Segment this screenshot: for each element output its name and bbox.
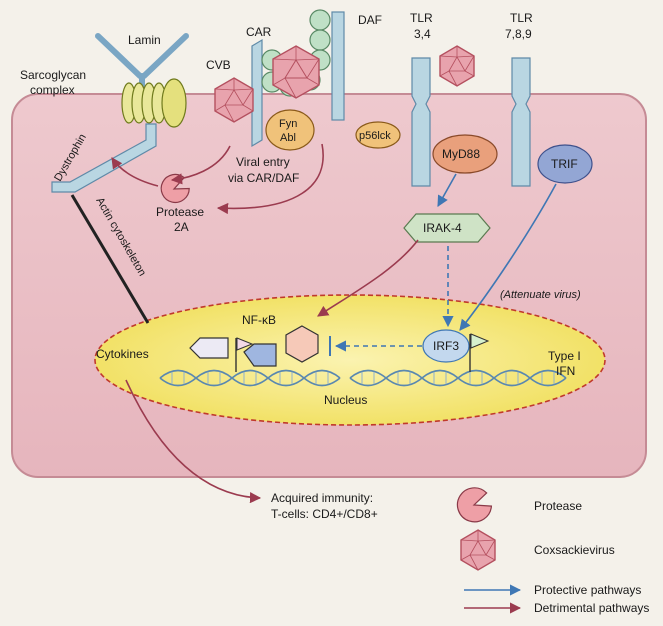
- label-tlr789-2: 7,8,9: [505, 27, 532, 41]
- label-p56lck: p56lck: [359, 130, 391, 142]
- dystrophin: [51, 123, 157, 193]
- label-tlr34-2: 3,4: [414, 27, 431, 41]
- fyn-abl: [265, 109, 315, 151]
- label-daf: DAF: [358, 13, 382, 27]
- label-nfkb: NF-κB: [242, 313, 276, 327]
- irf3-flag: [470, 333, 490, 349]
- tlr34-receptor: [411, 57, 431, 187]
- label-irf3: IRF3: [433, 339, 459, 353]
- car-receptor: [251, 38, 263, 148]
- legend-protease-label: Protease: [534, 499, 582, 513]
- label-type1-1: Type I: [548, 349, 581, 363]
- label-abl: Abl: [280, 132, 296, 144]
- label-acquired-1: Acquired immunity:: [271, 491, 373, 505]
- virus-at-tlr: [439, 45, 475, 87]
- label-myd88: MyD88: [442, 147, 480, 161]
- dna-rungs: [171, 372, 555, 384]
- tlr789-receptor: [511, 57, 531, 187]
- virus-cvb: [214, 77, 254, 123]
- legend: Protease Coxsackievirus Protective pathw…: [456, 487, 649, 615]
- sarcoglycan-complex: [121, 78, 187, 128]
- dna-helix: [159, 369, 567, 387]
- irf3: [422, 329, 470, 363]
- nfkb-complex: [189, 325, 319, 372]
- legend-detrimental-label: Detrimental pathways: [534, 601, 649, 615]
- label-irak4: IRAK-4: [423, 221, 462, 235]
- label-fyn: Fyn: [279, 118, 297, 130]
- virus-at-car: [272, 45, 320, 99]
- label-viral-entry-2: via CAR/DAF: [228, 171, 299, 185]
- label-tlr34-1: TLR: [410, 11, 433, 25]
- myd88: [432, 134, 498, 174]
- nucleus: [94, 294, 606, 426]
- label-car: CAR: [246, 25, 272, 39]
- actin-filament: [70, 194, 150, 324]
- label-cvb: CVB: [206, 58, 231, 72]
- label-sarcoglycan-1: Sarcoglycan: [20, 68, 86, 82]
- legend-virus-icon: [460, 529, 496, 571]
- label-viral-entry-1: Viral entry: [236, 155, 290, 169]
- label-protease-2: 2A: [174, 220, 189, 234]
- legend-protective-label: Protective pathways: [534, 583, 641, 597]
- detrimental-arrows: [111, 143, 419, 504]
- label-lamin: Lamin: [128, 33, 161, 47]
- label-protease-1: Protease: [156, 205, 204, 219]
- p56lck: [355, 121, 401, 149]
- label-acquired-2: T-cells: CD4+/CD8+: [271, 507, 378, 521]
- protective-arrows: [334, 173, 557, 352]
- trif: [537, 144, 593, 184]
- label-type1-2: IFN: [556, 364, 575, 378]
- label-nucleus: Nucleus: [324, 393, 367, 407]
- label-attenuate: (Attenuate virus): [500, 289, 581, 301]
- label-tlr789-1: TLR: [510, 11, 533, 25]
- legend-coxsackievirus-label: Coxsackievirus: [534, 543, 615, 557]
- label-trif: TRIF: [551, 157, 578, 171]
- label-cytokines: Cytokines: [96, 347, 149, 361]
- legend-protease-icon: [456, 487, 493, 523]
- label-sarcoglycan-2: complex: [30, 83, 75, 97]
